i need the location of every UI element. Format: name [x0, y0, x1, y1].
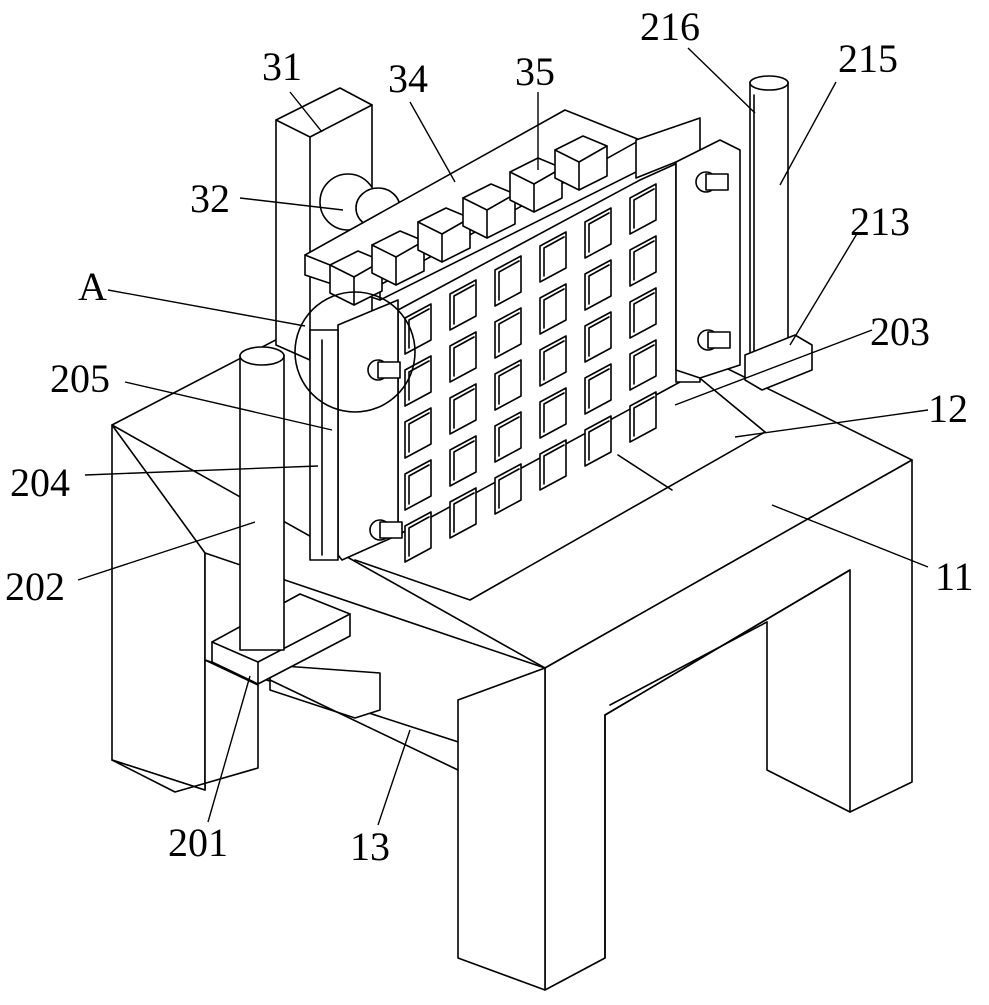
grid-cell: [539, 387, 567, 439]
grid-cell-inner: [588, 264, 610, 305]
grid-cell: [629, 235, 657, 287]
grid-cell-inner: [453, 440, 475, 481]
grid-cell: [584, 207, 612, 259]
grid-cell-inner: [588, 316, 610, 357]
label-32: 32: [190, 176, 230, 221]
grid-cell-inner: [498, 468, 520, 509]
grid-cell-inner: [543, 340, 565, 381]
table-left-leg-front: [111, 424, 206, 791]
grid-cell-inner: [453, 492, 475, 533]
label-A: A: [78, 264, 107, 309]
table-left-leg-side: [111, 659, 259, 793]
grid-cell-inner: [408, 360, 430, 401]
grid-cell: [539, 335, 567, 387]
grid-cell: [629, 391, 657, 443]
grid-cell: [584, 363, 612, 415]
grid-cell-inner: [453, 284, 475, 325]
grid-cell: [494, 359, 522, 411]
table-front-leg-face: [457, 667, 546, 991]
label-35: 35: [515, 49, 555, 94]
grid-cell-inner: [633, 240, 655, 281]
top-groove: [354, 431, 766, 601]
grid-cells: [404, 183, 657, 563]
grid-cell: [449, 279, 477, 331]
grid-cell-inner: [633, 396, 655, 437]
left-column: [239, 354, 285, 651]
label-213: 213: [850, 199, 910, 244]
grid-cell-inner: [408, 308, 430, 349]
label-205: 205: [50, 356, 110, 401]
cube-row: [329, 135, 608, 306]
label-201: 201: [168, 820, 228, 865]
grid-cell-inner: [498, 364, 520, 405]
grid-cell-inner: [498, 416, 520, 457]
grid-cell-inner: [408, 516, 430, 557]
grid-cell-inner: [588, 420, 610, 461]
grid-cell-inner: [543, 288, 565, 329]
grid-cell-inner: [498, 312, 520, 353]
grid-cell: [494, 307, 522, 359]
left-frame: [309, 299, 403, 561]
grid-cell-inner: [588, 368, 610, 409]
right-column: [744, 75, 813, 391]
leader-lines: [77, 47, 929, 826]
right-frame: [675, 139, 741, 379]
grid-cell: [539, 439, 567, 491]
grid-cell-inner: [543, 236, 565, 277]
grid-cell: [584, 311, 612, 363]
grid-cell-inner: [633, 292, 655, 333]
grid-cell-inner: [408, 464, 430, 505]
grid-cell: [539, 231, 567, 283]
grid-cell: [629, 183, 657, 235]
grid-cell-inner: [543, 392, 565, 433]
grid-cell: [584, 259, 612, 311]
label-202: 202: [5, 564, 65, 609]
grid-cell: [584, 415, 612, 467]
label-34: 34: [388, 56, 428, 101]
callout-labels: 31 34 35 216 215 32 213 A 203 205 12 204…: [5, 4, 974, 869]
grid-cell: [539, 283, 567, 335]
grid-cell: [629, 339, 657, 391]
label-216: 216: [640, 4, 700, 49]
lower-crossbar: [269, 664, 381, 719]
grid-cell-inner: [588, 212, 610, 253]
detail-circle-A: [294, 291, 416, 413]
label-31: 31: [262, 44, 302, 89]
grid-cell-inner: [498, 260, 520, 301]
grid-cell: [449, 383, 477, 435]
grid-cell-inner: [408, 412, 430, 453]
grid-cell: [449, 331, 477, 383]
left-column-assembly: [211, 346, 351, 685]
grid-cell-inner: [453, 336, 475, 377]
grid-cell-inner: [543, 444, 565, 485]
grid-cell-inner: [633, 188, 655, 229]
label-203: 203: [870, 309, 930, 354]
label-204: 204: [10, 460, 70, 505]
grid-cell: [494, 411, 522, 463]
grid-cell: [404, 407, 432, 459]
grid-cell: [449, 435, 477, 487]
label-11: 11: [935, 554, 974, 599]
grid-cell: [494, 255, 522, 307]
grid-cell: [449, 487, 477, 539]
grid-cell: [629, 287, 657, 339]
label-215: 215: [838, 36, 898, 81]
label-13: 13: [350, 824, 390, 869]
grid-cell-inner: [633, 344, 655, 385]
grid-cell: [404, 303, 432, 355]
grid-cell: [404, 511, 432, 563]
label-12: 12: [928, 386, 968, 431]
grid-cell-inner: [453, 388, 475, 429]
grid-cell: [404, 355, 432, 407]
grid-cell: [494, 463, 522, 515]
grid-cell: [404, 459, 432, 511]
